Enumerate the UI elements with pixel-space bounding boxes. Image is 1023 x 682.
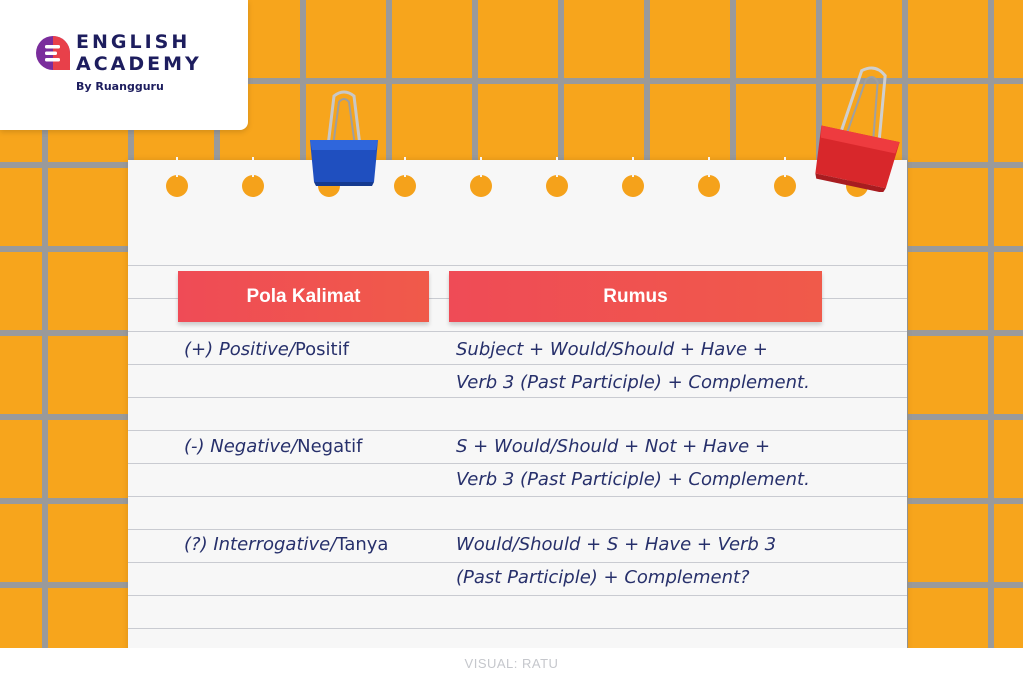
type-label-english: (?) Interrogative/ — [184, 534, 337, 555]
notebook-paper — [128, 157, 907, 660]
paper-hole — [546, 157, 568, 197]
ruled-line — [128, 628, 907, 629]
type-label-english: (+) Positive/ — [184, 339, 295, 360]
ruled-line — [128, 595, 907, 596]
ruled-line — [128, 331, 907, 332]
paper-hole — [242, 157, 264, 197]
logo-title-line2: ACADEMY — [76, 53, 202, 75]
ruled-line — [128, 364, 907, 365]
formula-negative-line2: Verb 3 (Past Participle) + Complement. — [456, 469, 810, 490]
header-rumus: Rumus — [449, 271, 822, 322]
formula-negative-line1: S + Would/Should + Not + Have + — [456, 436, 771, 457]
type-label-indonesian: Negatif — [297, 436, 363, 457]
formula-interrogative-line1: Would/Should + S + Have + Verb 3 — [456, 534, 777, 555]
type-label-indonesian: Tanya — [336, 534, 389, 555]
paper-hole — [622, 157, 644, 197]
header-pola-kalimat: Pola Kalimat — [178, 271, 429, 322]
type-label-english: (-) Negative/ — [184, 436, 298, 457]
paper-hole — [698, 157, 720, 197]
paper-hole — [774, 157, 796, 197]
logo-subtitle: By Ruangguru — [76, 80, 164, 93]
sentence-type-positive: (+) Positive/Positif — [184, 339, 349, 360]
ruled-line — [128, 265, 907, 266]
type-label-indonesian: Positif — [294, 339, 349, 360]
ruled-line — [128, 529, 907, 530]
red-binder-clip-icon — [815, 66, 900, 192]
ruled-line — [128, 496, 907, 497]
ruled-line — [128, 430, 907, 431]
visual-credit: VISUAL: RATU — [464, 656, 559, 671]
paper-hole — [470, 157, 492, 197]
sentence-type-negative: (-) Negative/Negatif — [184, 436, 363, 457]
logo-title-line1: ENGLISH — [76, 31, 191, 53]
logo-card: ENGLISH ACADEMY By Ruangguru — [0, 0, 248, 130]
ruled-line — [128, 463, 907, 464]
ruled-line — [128, 562, 907, 563]
blue-binder-clip-icon — [310, 90, 378, 186]
formula-positive-line2: Verb 3 (Past Participle) + Complement. — [456, 372, 810, 393]
paper-hole — [166, 157, 188, 197]
paper-hole — [394, 157, 416, 197]
header-label: Rumus — [603, 285, 668, 307]
footer-bar — [0, 648, 1023, 682]
ruled-line — [128, 397, 907, 398]
english-academy-logo-icon — [36, 36, 70, 70]
header-label: Pola Kalimat — [246, 285, 361, 307]
formula-interrogative-line2: (Past Participle) + Complement? — [456, 567, 750, 588]
sentence-type-interrogative: (?) Interrogative/Tanya — [184, 534, 388, 555]
formula-positive-line1: Subject + Would/Should + Have + — [456, 339, 768, 360]
